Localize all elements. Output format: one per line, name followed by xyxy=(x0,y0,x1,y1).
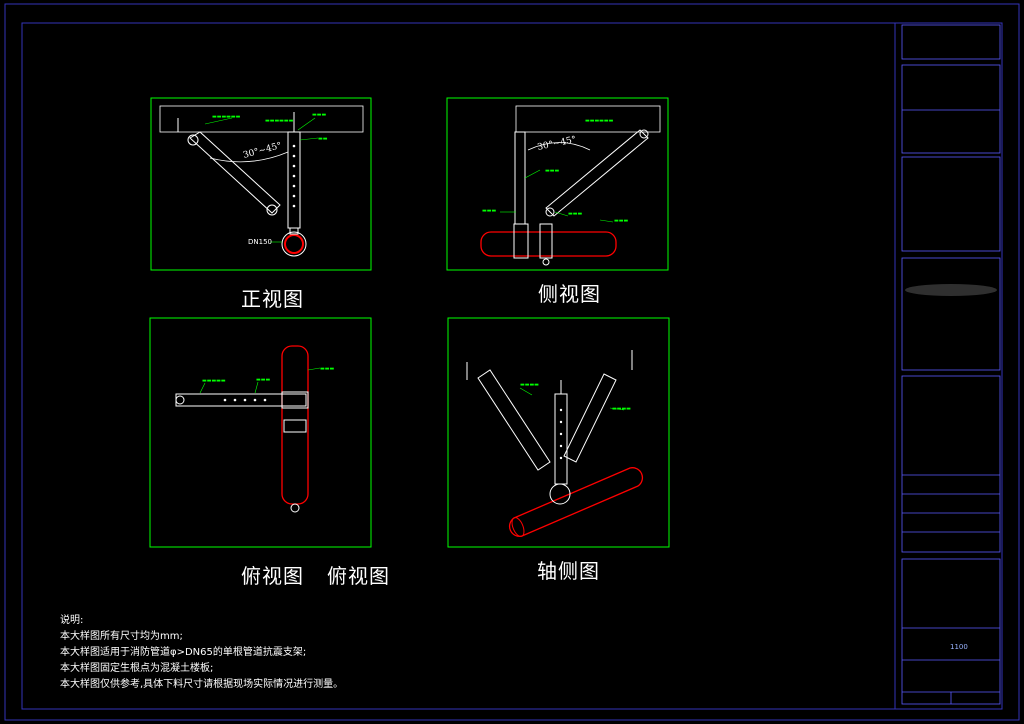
side-view-label: 侧视图 xyxy=(538,282,601,306)
note-line: 本大样图所有尺寸均为mm; xyxy=(60,631,183,642)
svg-text:▬▬▬: ▬▬▬ xyxy=(482,208,496,214)
svg-text:▬▬▬: ▬▬▬ xyxy=(568,211,582,217)
title-block-scale-value: 1100 xyxy=(950,643,968,651)
outer-frame xyxy=(4,3,1020,721)
axo-view-frame xyxy=(447,317,670,548)
title-block-glow xyxy=(905,284,997,296)
title-block xyxy=(901,24,1001,705)
top-view: ▬▬▬▬▬ ▬▬▬ ▬▬▬ xyxy=(149,317,372,548)
svg-text:▬▬▬▬▬▬: ▬▬▬▬▬▬ xyxy=(585,118,614,124)
notes-heading: 说明: xyxy=(60,615,84,626)
svg-text:▬▬▬: ▬▬▬ xyxy=(312,112,326,118)
axonometric-view: ▬▬▬▬ ▬▬▬▬ xyxy=(447,317,670,548)
front-pipe-dn-label: DN150 xyxy=(248,238,272,246)
side-view-frame xyxy=(446,97,669,271)
drawing-notes: 说明: 本大样图所有尺寸均为mm; 本大样图适用于消防管道φ>DN65的单根管道… xyxy=(60,613,343,693)
front-view: ▬▬▬▬▬▬ ▬▬▬▬▬▬ ▬▬▬ ▬▬ 30°~45° DN150 xyxy=(150,97,372,271)
front-view-label: 正视图 xyxy=(241,287,304,311)
svg-text:▬▬▬▬▬: ▬▬▬▬▬ xyxy=(202,378,226,384)
top-view-label-2: 俯视图 xyxy=(327,564,390,588)
svg-text:▬▬▬▬: ▬▬▬▬ xyxy=(612,406,631,412)
note-line: 本大样图适用于消防管道φ>DN65的单根管道抗震支架; xyxy=(60,647,307,658)
svg-text:▬▬: ▬▬ xyxy=(318,136,328,142)
note-line: 本大样图固定生根点为混凝土楼板; xyxy=(60,663,214,674)
top-view-label: 俯视图 xyxy=(241,564,304,588)
note-line: 本大样图仅供参考,具体下料尺寸请根据现场实际情况进行测量。 xyxy=(60,679,344,690)
side-view: 30°~45° ▬▬▬▬▬▬ ▬▬▬ ▬▬▬ ▬▬▬ ▬▬▬ xyxy=(446,97,669,271)
top-view-frame xyxy=(149,317,372,548)
front-view-frame xyxy=(150,97,372,271)
inner-frame xyxy=(21,22,1003,710)
svg-text:▬▬▬: ▬▬▬ xyxy=(320,366,334,372)
svg-text:▬▬▬: ▬▬▬ xyxy=(545,168,559,174)
svg-text:▬▬▬: ▬▬▬ xyxy=(614,218,628,224)
axo-view-label: 轴侧图 xyxy=(537,559,600,583)
side-angle-label: 30°~45° xyxy=(537,135,578,153)
svg-text:▬▬▬▬▬▬: ▬▬▬▬▬▬ xyxy=(212,114,241,120)
svg-text:▬▬▬: ▬▬▬ xyxy=(256,377,270,383)
svg-text:▬▬▬▬▬▬: ▬▬▬▬▬▬ xyxy=(265,118,294,124)
svg-text:▬▬▬▬: ▬▬▬▬ xyxy=(520,382,539,388)
front-angle-label: 30°~45° xyxy=(242,141,283,161)
